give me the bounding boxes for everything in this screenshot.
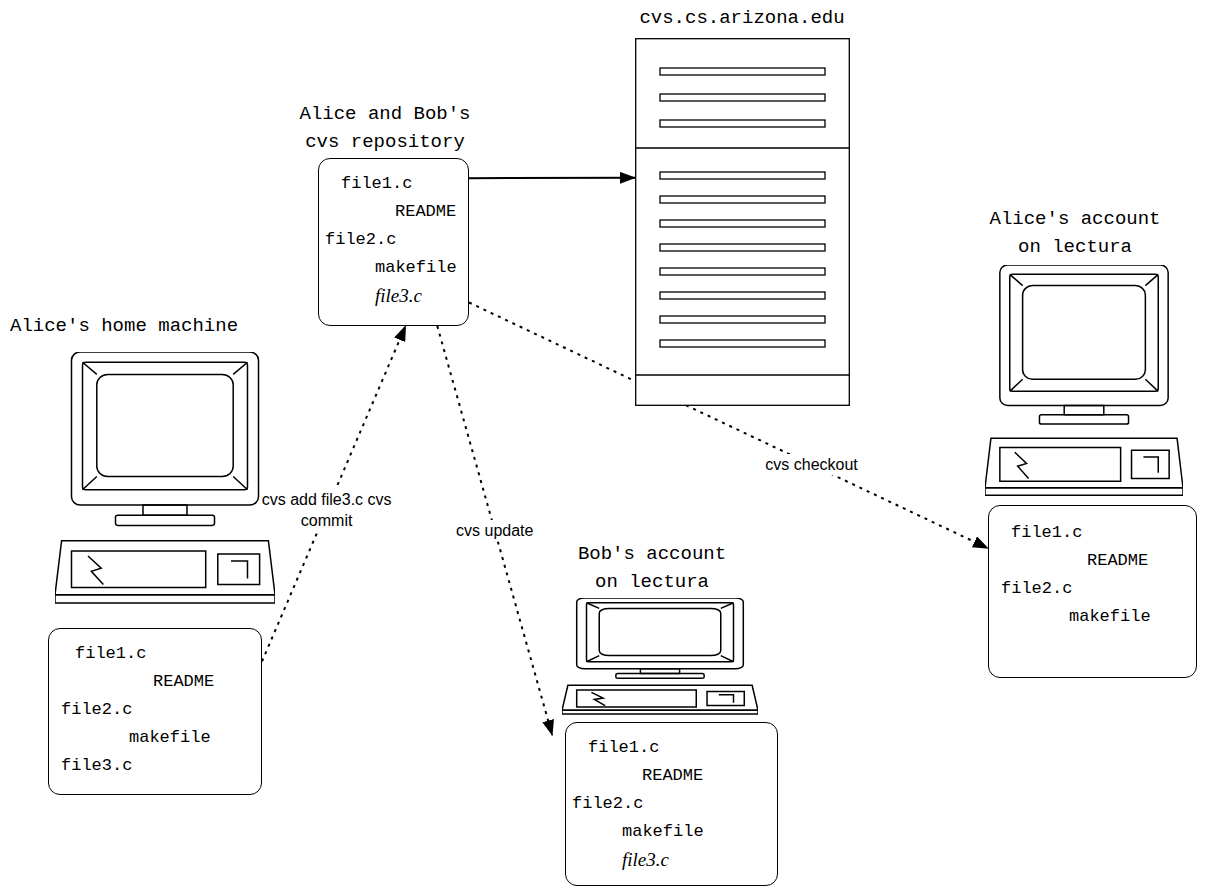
file-name: README <box>642 765 703 787</box>
machine-heading: Bob's account on lectura <box>567 540 737 596</box>
command-arrow <box>469 177 635 179</box>
server-node: cvs.cs.arizona.edu <box>630 4 855 408</box>
command-arrow <box>437 326 552 735</box>
file-name: file3.c <box>375 285 422 307</box>
machine-node: Alice's home machine file1.cREADME file2.c… <box>5 312 295 798</box>
file-name: file1.c <box>1011 522 1082 544</box>
file-name: file3.c <box>622 849 669 871</box>
command-label: cvs add file3.c cvs commit <box>260 489 394 531</box>
computer-illustration <box>985 265 1183 499</box>
file-name: file2.c <box>325 229 396 251</box>
file-name: makefile <box>622 821 704 843</box>
file-name: makefile <box>375 257 457 279</box>
file-name: README <box>1087 550 1148 572</box>
file-list-box: file1.cREADME file2.c makefile <box>988 505 1197 678</box>
machine-heading: Alice and Bob's cvs repository <box>290 100 480 156</box>
machine-heading: Alice's home machine <box>10 312 290 340</box>
machine-node: Alice's account on lecturafile1.cREADMEf… <box>975 205 1201 680</box>
file-name: makefile <box>129 727 211 749</box>
file-name: file1.c <box>588 737 659 759</box>
file-name: file2.c <box>1001 578 1072 600</box>
file-list-box: file1.cREADME file2.c makefile file3.c <box>318 158 469 326</box>
file-list-box: file1.cREADME file2.c makefile file3.c <box>48 628 262 795</box>
computer-illustration <box>562 598 758 716</box>
file-name: README <box>395 201 456 223</box>
computer-illustration <box>55 352 275 607</box>
file-name: file2.c <box>61 699 132 721</box>
file-name: makefile <box>1069 606 1151 628</box>
file-list-box: file1.cREADME file2.c makefile file3.c <box>565 722 778 886</box>
file-name: file1.c <box>75 643 146 665</box>
machine-heading: cvs.cs.arizona.edu <box>632 4 852 32</box>
repository-node: Alice and Bob's cvs repositoryfile1.cREA… <box>285 100 485 328</box>
command-label: cvs update <box>443 520 547 541</box>
file-name: file3.c <box>61 755 132 777</box>
machine-heading: Alice's account on lectura <box>980 205 1170 261</box>
machine-node: Bob's account on lecturafile1.cREADMEfil… <box>545 540 785 888</box>
file-name: README <box>153 671 214 693</box>
server-illustration <box>635 38 850 406</box>
command-label: cvs checkout <box>750 454 874 475</box>
file-name: file1.c <box>341 173 412 195</box>
file-name: file2.c <box>572 793 643 815</box>
